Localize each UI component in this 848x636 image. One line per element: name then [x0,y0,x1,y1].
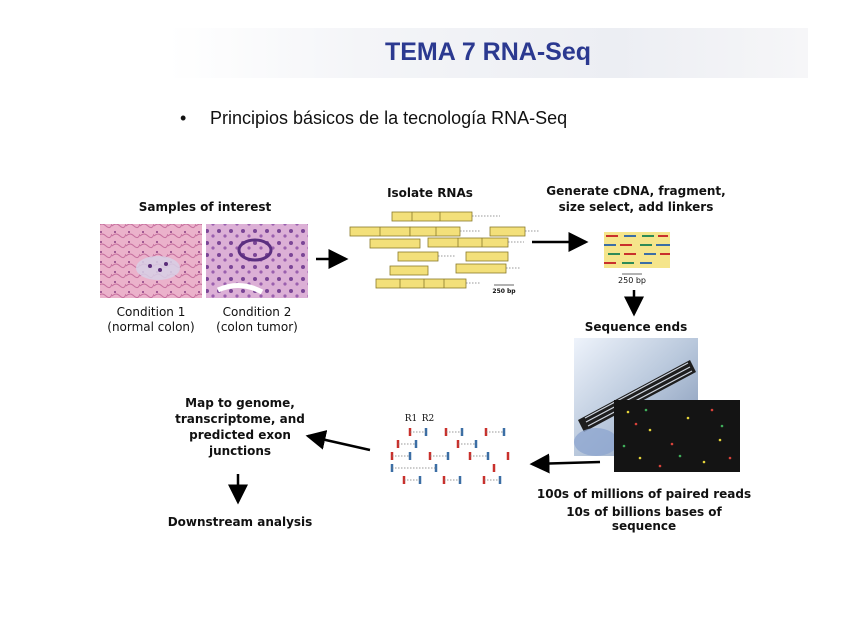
sequencing-clusters-image [614,400,740,472]
isolate-rnas-label: Isolate RNAs [387,186,473,200]
bases-sequence-label: 10s of billions bases of sequence [566,505,722,533]
rna-transcripts [349,211,540,289]
normal-colon-image [100,224,202,298]
fragment-scale-label: 250 bp [618,276,646,285]
condition2-sublabel: (colon tumor) [216,320,298,334]
colon-tumor-image [206,224,308,298]
rna-scale-label: 250 bp [492,288,516,295]
predicted-exon-label: predicted exon [189,428,291,442]
transcriptome-label: transcriptome, and [175,412,305,426]
map-genome-label: Map to genome, [185,396,295,410]
condition2-label: Condition 2 [222,305,292,319]
bullet-text: Principios básicos de la tecnología RNA-… [210,108,568,128]
bullet-item: • Principios básicos de la tecnología RNA… [180,108,567,129]
read2-label: R2 [421,414,435,424]
paired-reads [390,428,510,484]
cdna-fragments [604,232,670,268]
title-bar: TEMA 7 RNA-Seq [168,28,808,78]
rna-exon-dividers [379,212,483,288]
size-select-label: size select, add linkers [558,200,714,214]
paired-reads-label: 100s of millions of paired reads [536,487,752,501]
downstream-analysis-label: Downstream analysis [167,515,313,529]
junctions-label: junctions [208,444,272,458]
bullet-dot-icon: • [180,108,187,128]
condition1-label: Condition 1 [116,305,186,319]
samples-label: Samples of interest [138,200,272,214]
arrow-reads-to-map [305,430,371,452]
sequence-ends-label: Sequence ends [584,320,688,334]
arrow-sequence-to-reads [529,453,601,474]
read1-label: R1 [404,414,418,424]
generate-cdna-label: Generate cDNA, fragment, [546,184,726,198]
slide-title: TEMA 7 RNA-Seq [384,38,592,66]
condition1-sublabel: (normal colon) [107,320,195,334]
